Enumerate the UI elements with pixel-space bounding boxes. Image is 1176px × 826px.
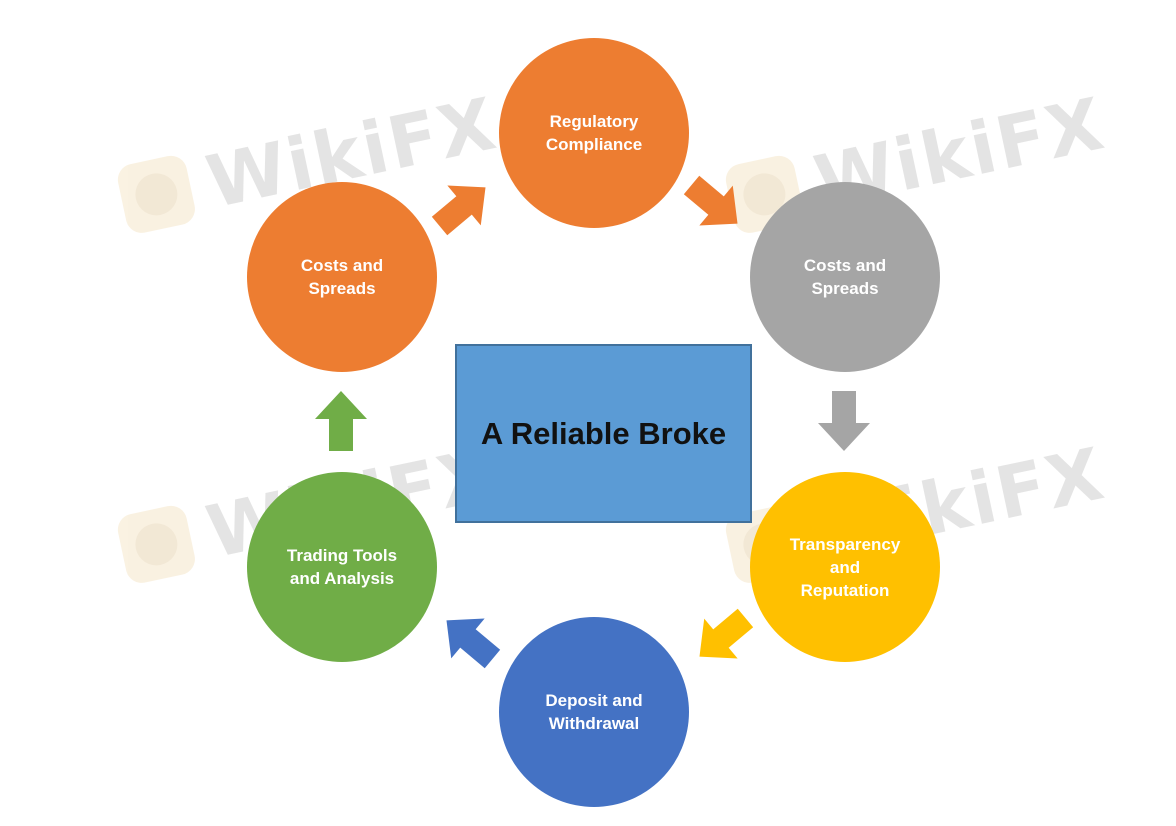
arrow-costs-to-transparency <box>818 391 870 451</box>
center-box: A Reliable Broke <box>455 344 752 523</box>
arrow-transparency-to-deposit <box>699 608 754 659</box>
node-regulatory-compliance: Regulatory Compliance <box>499 38 689 228</box>
node-transparency-and-reputation: Transparency and Reputation <box>750 472 940 662</box>
arrow-deposit-to-trading <box>446 618 501 669</box>
center-title: A Reliable Broke <box>480 415 727 451</box>
node-deposit-and-withdrawal: Deposit and Withdrawal <box>499 617 689 807</box>
arrow-regulatory-to-costs <box>683 175 738 226</box>
arrow-trading-to-costs <box>315 391 367 451</box>
node-costs-and-spreads-left: Costs and Spreads <box>247 182 437 372</box>
node-trading-tools-and-analysis: Trading Tools and Analysis <box>247 472 437 662</box>
arrow-costs-to-regulatory <box>431 185 486 236</box>
node-costs-and-spreads-right: Costs and Spreads <box>750 182 940 372</box>
